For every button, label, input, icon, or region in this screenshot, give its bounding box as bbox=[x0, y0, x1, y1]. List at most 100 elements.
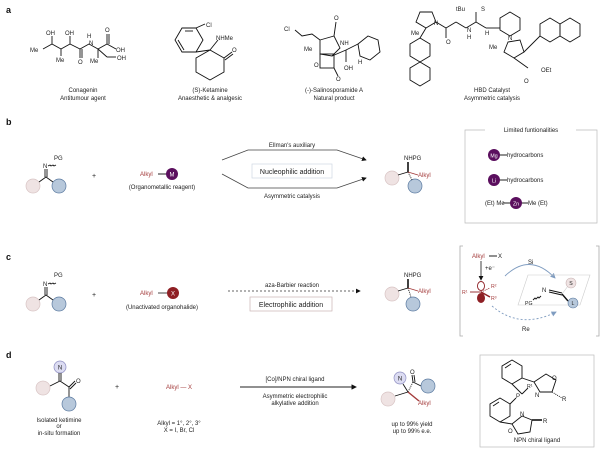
zn-left-label: (Et) Me bbox=[485, 201, 505, 207]
r3-label: R³ bbox=[491, 296, 497, 302]
product-nhpg-label: NHPG bbox=[404, 273, 422, 279]
compound-name: (-)-Salinosporamide A bbox=[305, 88, 363, 94]
ketamine-structure: Cl NHMe O bbox=[174, 23, 237, 81]
substituent-circle-large bbox=[51, 178, 67, 194]
ketimine-caption-1: Isolated ketimine bbox=[36, 418, 82, 424]
mechanism-box: Alkyl X +e⁻ R¹ R² R³ Si Re PG N bbox=[459, 245, 600, 337]
product-alkyl-label: Alkyl bbox=[418, 289, 431, 295]
amine-product: NHPG Alkyl bbox=[384, 156, 431, 194]
atom-label: O bbox=[334, 16, 339, 22]
atom-label: N bbox=[89, 41, 93, 47]
atom-label: Me bbox=[30, 48, 39, 54]
hbd-catalyst-structure: tBu S N Me O N H H N Me OEt O bbox=[409, 7, 581, 87]
re-face-arrow bbox=[491, 305, 557, 321]
si-face-arrow bbox=[504, 264, 556, 279]
atom-label: OH bbox=[46, 31, 55, 37]
mode-box bbox=[249, 296, 333, 312]
reagent-scope-1: Alkyl = 1°, 2°, 3° bbox=[157, 421, 201, 427]
atom-label: Me bbox=[411, 31, 420, 37]
product-n-label: N bbox=[398, 377, 402, 383]
conagenin-structure: OH OH Me Me O H N O OH Me OH bbox=[30, 28, 126, 66]
yield-label: up to 99% yield bbox=[391, 422, 432, 428]
atom-label: N bbox=[508, 36, 512, 42]
ligand-r-b-label: R bbox=[543, 419, 548, 425]
compound-name: Conagenin bbox=[68, 88, 97, 94]
ketimine-caption-2: or bbox=[56, 424, 61, 430]
limits-item-text: hydrocarbons bbox=[507, 153, 543, 159]
atom-label: H bbox=[358, 60, 362, 66]
product-nhpg-label: NHPG bbox=[404, 156, 422, 162]
ketimine-substrate: N O Isolated ketimine or in-situ formati… bbox=[35, 360, 82, 437]
catalyst-label: [Co]/NPN chiral ligand bbox=[265, 377, 324, 383]
ligand-p-label: P bbox=[516, 394, 520, 400]
imine-n-label: N bbox=[43, 164, 47, 170]
organometallic-reagent: Alkyl M (Organometallic reagent) bbox=[129, 168, 195, 191]
alkyl-halide-reagent: Alkyl — X bbox=[166, 385, 192, 391]
ligand-o2-label: O bbox=[508, 429, 513, 435]
atom-label: NH bbox=[340, 41, 349, 47]
limits-item-text: hydrocarbons bbox=[507, 178, 543, 184]
salinosporamide-structure: Cl O NH Me O O OH H bbox=[284, 16, 381, 83]
imine-plane bbox=[517, 274, 591, 306]
route-label-2: alkylative addition bbox=[271, 401, 318, 407]
product-o-label: O bbox=[410, 370, 415, 376]
product-alkyl-label: Alkyl bbox=[418, 401, 431, 407]
alkyl-label: Alkyl bbox=[140, 291, 153, 297]
r2-label: R² bbox=[491, 284, 497, 290]
electron-label: +e⁻ bbox=[485, 266, 495, 272]
panel-d: d N O Isolated ketimine or in-situ forma… bbox=[6, 350, 595, 448]
amine-product-c: NHPG Alkyl bbox=[384, 273, 431, 312]
alkylated-product: N O Alkyl up to 99% yield up to 99% e.e. bbox=[380, 370, 436, 435]
metal-label-zn: Zn bbox=[513, 202, 519, 208]
atom-label: Me bbox=[56, 58, 65, 64]
imine-pg-label: PG bbox=[54, 273, 63, 279]
panel-c: c N PG + Alkyl X (Unactivated organohali… bbox=[6, 245, 600, 337]
atom-label: Me bbox=[90, 59, 99, 65]
atom-label: O bbox=[78, 60, 83, 66]
imine-n-label: N bbox=[43, 282, 47, 288]
atom-label: O bbox=[105, 28, 110, 34]
mode-box-label: Electrophilic addition bbox=[259, 302, 323, 309]
route-top-label: Ellman's auxiliary bbox=[269, 143, 315, 149]
mode-box bbox=[251, 163, 333, 179]
compound-role: Antitumour agent bbox=[60, 96, 106, 102]
atom-label: OH bbox=[65, 31, 74, 37]
organohalide-reagent: Alkyl X (Unactivated organohalide) bbox=[126, 287, 198, 311]
ligand-r-a-label: R bbox=[562, 397, 567, 403]
compound-role: Anaesthetic & analgesic bbox=[178, 96, 242, 102]
mech-pg-label: PG bbox=[525, 301, 533, 307]
alkyl-label: Alkyl bbox=[140, 172, 153, 178]
metal-label-li: Li bbox=[492, 179, 496, 185]
npn-ligand-box: P R¹ O N R N O R NPN chiral ligand bbox=[479, 354, 595, 448]
route-label-1: Asymmetric electrophilic bbox=[263, 394, 328, 400]
reagent-caption: (Organometallic reagent) bbox=[129, 185, 195, 191]
panel-a: a OH OH Me Me O H N O OH Me OH bbox=[6, 5, 581, 102]
ligand-o1-label: O bbox=[552, 376, 557, 382]
plus-sign: + bbox=[92, 292, 96, 299]
ligand-n2-label: N bbox=[520, 412, 524, 418]
si-label: Si bbox=[528, 260, 533, 266]
panel-c-label: c bbox=[6, 252, 11, 262]
mech-n-label: N bbox=[542, 288, 546, 294]
ketimine-n-label: N bbox=[58, 366, 62, 372]
atom-label: Cl bbox=[284, 27, 290, 33]
panel-b: b N PG + Alkyl M (Organometallic reagent… bbox=[6, 117, 598, 224]
substituent-circle-small bbox=[25, 178, 41, 194]
ketimine-o-label: O bbox=[76, 379, 81, 385]
atom-label: O bbox=[314, 63, 319, 69]
atom-label: O bbox=[446, 40, 451, 46]
metal-label-mg: Mg bbox=[490, 154, 497, 160]
radical-orbital-top bbox=[477, 281, 485, 291]
atom-label: OH bbox=[344, 66, 353, 72]
ligand-caption: NPN chiral ligand bbox=[514, 438, 560, 444]
atom-label: N bbox=[434, 21, 438, 27]
panel-b-label: b bbox=[6, 117, 12, 127]
limited-functionalities-box: Limited funtionalities Mg hydrocarbons L… bbox=[464, 128, 598, 224]
re-label: Re bbox=[522, 327, 530, 333]
halide-label: X bbox=[171, 292, 175, 298]
compound-role: Natural product bbox=[313, 96, 354, 102]
mech-alkyl-label: Alkyl bbox=[472, 254, 485, 260]
product-alkyl-label: Alkyl bbox=[418, 173, 431, 179]
atom-label: H bbox=[485, 31, 489, 37]
imine-pg-label: PG bbox=[54, 156, 63, 162]
